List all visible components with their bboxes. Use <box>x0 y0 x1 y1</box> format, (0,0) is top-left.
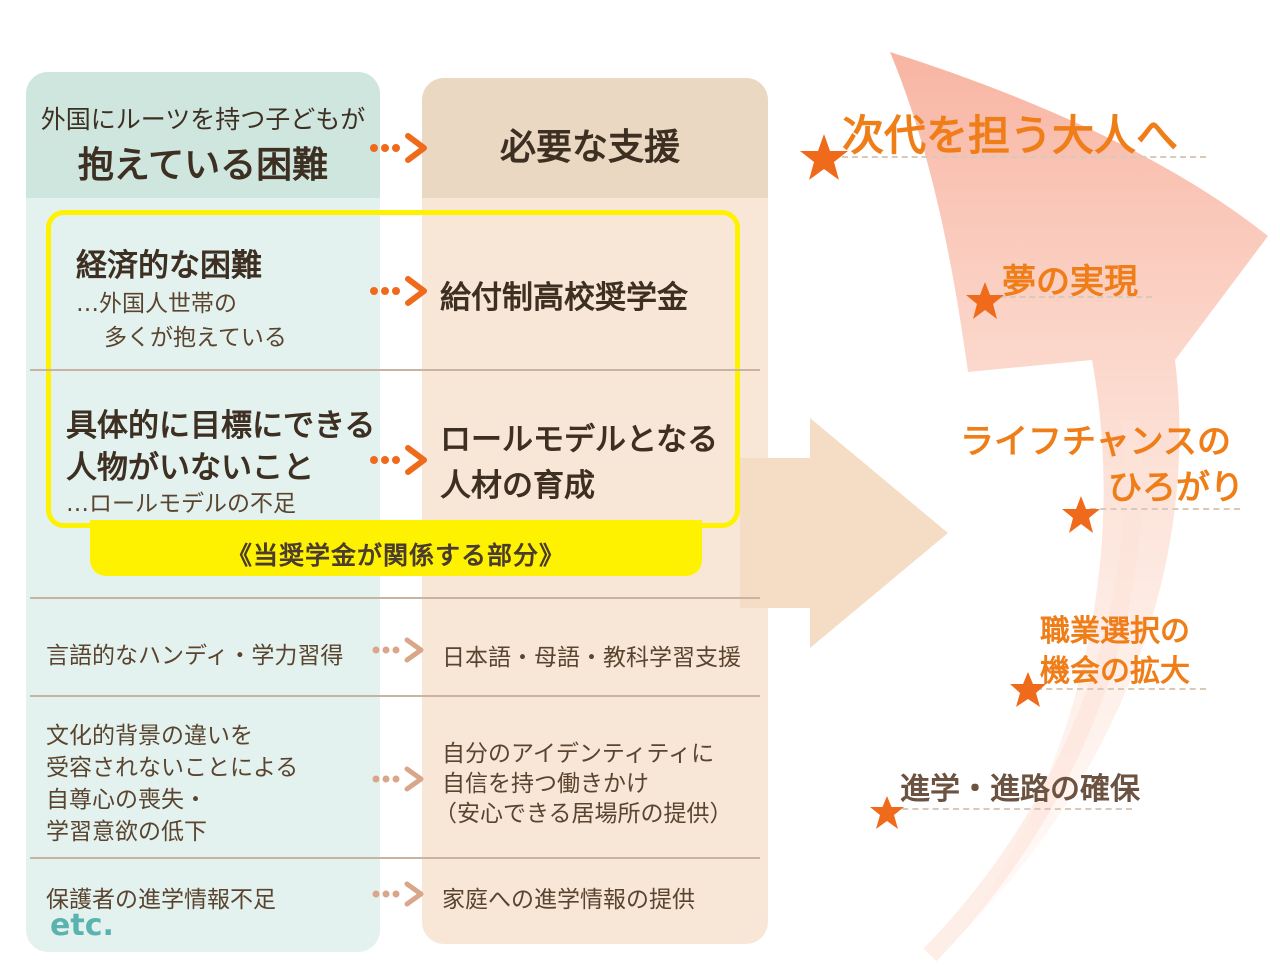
left-header-line1: 外国にルーツを持つ子どもが <box>40 105 366 134</box>
outcome-career: 職業選択の <box>1040 614 1190 649</box>
problem-item: 学習意欲の低下 <box>46 819 207 845</box>
header-dotted-arrow-icon <box>370 133 427 163</box>
star-icon <box>800 134 848 180</box>
star-icon <box>870 796 904 829</box>
support-item: 日本語・母語・教科学習支援 <box>442 645 741 671</box>
support-item: 自信を持つ働きかけ <box>442 771 649 797</box>
support-item: 家庭への進学情報の提供 <box>442 887 695 913</box>
row-divider <box>30 597 760 599</box>
problem-item: 文化的背景の違いを <box>46 723 253 749</box>
outcome-life-chance: ライフチャンスの <box>960 422 1231 462</box>
row-divider <box>30 857 760 859</box>
big-right-arrow <box>740 418 948 648</box>
problem-item: 自尊心の喪失・ <box>46 787 207 813</box>
outcome-next-generation: 次代を担う大人へ <box>842 111 1179 160</box>
star-icon <box>966 282 1004 319</box>
support-item: 自分のアイデンティティに <box>442 741 715 767</box>
row-divider <box>30 369 760 371</box>
problem-note: 多くが抱えている <box>104 325 287 351</box>
etc-label: etc. <box>50 908 114 943</box>
problem-title: 具体的に目標にできる <box>66 408 376 444</box>
outcome-life-chance: ひろがり <box>1108 468 1244 508</box>
problem-note: …外国人世帯の <box>76 291 237 317</box>
row-divider <box>30 695 760 697</box>
dotted-arrow-icon <box>372 637 424 663</box>
star-icon <box>1062 496 1100 533</box>
outcome-underline <box>1090 508 1240 510</box>
dotted-arrow-icon <box>370 445 427 475</box>
dotted-arrow-icon <box>370 276 427 306</box>
outcome-education: 進学・進路の確保 <box>900 772 1140 807</box>
dotted-arrow-icon <box>372 766 424 792</box>
outcome-career: 機会の拡大 <box>1040 654 1190 689</box>
highlight-label: 《当奨学金が関係する部分》 <box>226 541 565 570</box>
outcome-dream: 夢の実現 <box>1002 262 1138 302</box>
difficulties-column <box>26 72 380 952</box>
difficulties-header-band <box>26 72 380 198</box>
problem-item: 言語的なハンディ・学力習得 <box>46 643 344 669</box>
outcome-underline <box>1000 296 1152 298</box>
support-column <box>422 78 768 944</box>
support-item: 人材の育成 <box>440 468 595 504</box>
problem-note: …ロールモデルの不足 <box>66 491 296 517</box>
left-header-line2: 抱えている困難 <box>77 145 329 186</box>
outcome-underline <box>892 808 1132 810</box>
dotted-arrow-icon <box>372 881 424 907</box>
support-item: 給付制高校奨学金 <box>440 280 688 316</box>
problem-item: 保護者の進学情報不足 <box>46 887 276 913</box>
problem-title: 経済的な困難 <box>76 248 262 284</box>
problem-title: 人物がいないこと <box>66 450 314 486</box>
star-icon <box>1010 672 1046 707</box>
outcome-underline <box>842 156 1206 158</box>
support-header-band <box>422 78 768 198</box>
support-item: （安心できる居場所の提供） <box>434 801 733 827</box>
support-item: ロールモデルとなる <box>440 422 719 458</box>
problem-item: 受容されないことによる <box>46 755 299 781</box>
outcome-underline <box>1036 688 1206 690</box>
right-header-title: 必要な支援 <box>499 127 680 168</box>
highlight-label-tab <box>90 520 702 576</box>
